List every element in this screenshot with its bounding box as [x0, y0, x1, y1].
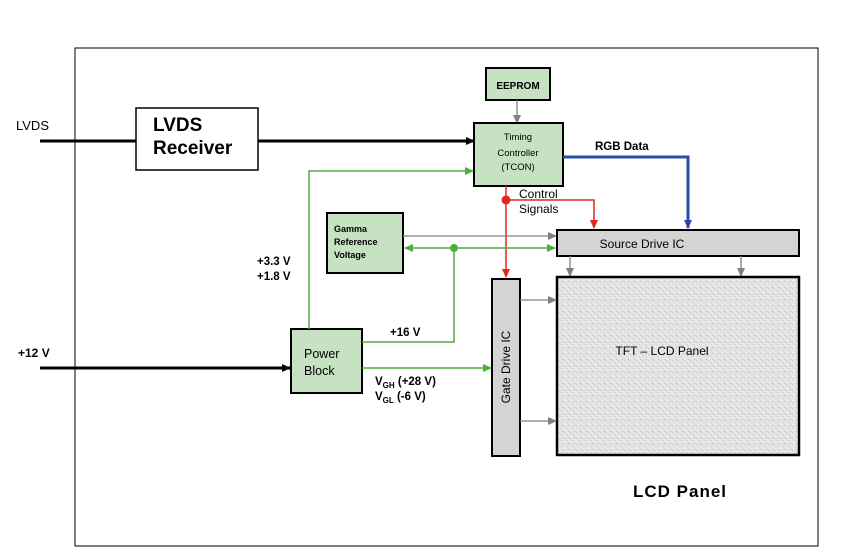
gamma-label-2: Reference: [334, 237, 378, 247]
lvds-receiver-label-1: LVDS: [153, 115, 202, 136]
vgl-label: VGL (-6 V): [375, 391, 426, 405]
lvds-receiver-block: [135, 107, 259, 171]
control-to-source-line: [506, 199, 598, 229]
tcon-label-2: Controller: [497, 148, 538, 159]
gamma-label-1: Gamma: [334, 224, 368, 234]
gamma-label-3: Voltage: [334, 250, 366, 260]
power-label-1: Power: [304, 347, 339, 361]
v16-label: +16 V: [390, 327, 421, 339]
gamma-16v-junction: [450, 244, 458, 252]
tcon-label-3: (TCON): [501, 162, 534, 173]
rgb-data-line: [563, 155, 692, 229]
gamma-reference-block: [326, 212, 404, 274]
source-drive-ic: [556, 229, 800, 257]
power-block: [290, 328, 363, 394]
tcon-block: [473, 122, 564, 187]
v18-label: +1.8 V: [257, 271, 291, 283]
vgh-label: VGH (+28 V): [375, 376, 436, 390]
v16-supply-line: [362, 249, 455, 343]
v33-label: +3.3 V: [257, 256, 291, 268]
tft-lcd-panel: [555, 275, 801, 457]
control-signals-label-2: Signals: [519, 202, 558, 216]
power-label-2: Block: [304, 364, 335, 378]
lvds-receiver-label-2: Receiver: [153, 138, 233, 159]
source-drive-label: Source Drive IC: [600, 237, 685, 251]
logic-supply-line: [308, 167, 474, 329]
lvds-input-label: LVDS: [16, 118, 49, 133]
control-signals-label-1: Control: [519, 187, 558, 201]
outer-frame: [74, 47, 819, 547]
eeprom-block: [485, 67, 551, 101]
rgb-data-label: RGB Data: [595, 141, 649, 153]
plus12v-label: +12 V: [18, 346, 50, 360]
tft-panel-label: TFT – LCD Panel: [615, 344, 708, 358]
lcd-panel-caption: LCD Panel: [633, 482, 727, 501]
gate-drive-label: Gate Drive IC: [499, 330, 513, 403]
eeprom-label: EEPROM: [496, 81, 539, 92]
tcon-label-1: Timing: [504, 132, 532, 143]
gate-drive-ic: [491, 278, 521, 457]
